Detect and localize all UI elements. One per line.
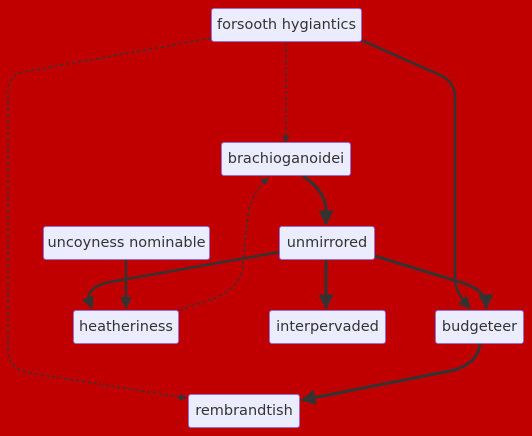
node-rembrandtish[interactable]: rembrandtish: [188, 394, 300, 428]
node-heatheriness[interactable]: heatheriness: [73, 310, 179, 344]
node-label: uncoyness nominable: [47, 235, 206, 251]
node-label: rembrandtish: [195, 403, 293, 419]
edge-budgeteer-to-rembrandtish: [300, 343, 482, 405]
node-interpervaded[interactable]: interpervaded: [269, 310, 386, 344]
node-label: interpervaded: [276, 319, 379, 335]
node-label: brachioganoidei: [227, 151, 345, 167]
node-brachioganoidei[interactable]: brachioganoidei: [221, 142, 351, 176]
node-unmirrored[interactable]: unmirrored: [279, 226, 375, 260]
edge-unmirrored-to-heatheriness: [82, 250, 281, 310]
node-label: budgeteer: [441, 319, 518, 335]
node-forsooth-hygiantics[interactable]: forsooth hygiantics: [211, 8, 362, 42]
node-uncoyness-nominable[interactable]: uncoyness nominable: [43, 226, 210, 260]
node-budgeteer[interactable]: budgeteer: [435, 310, 524, 344]
edge-forsooth-to-rembrandtish: [7, 37, 212, 401]
edge-brachioganoidei-to-unmirrored: [302, 174, 334, 226]
node-label: unmirrored: [286, 235, 368, 251]
edge-forsooth-to-budgeteer: [360, 38, 471, 309]
edge-heatheriness-to-brachioganoidei: [173, 177, 269, 313]
edge-unmirrored-to-budgeteer: [374, 254, 494, 310]
node-label: forsooth hygiantics: [216, 17, 357, 33]
node-label: heatheriness: [78, 319, 173, 335]
